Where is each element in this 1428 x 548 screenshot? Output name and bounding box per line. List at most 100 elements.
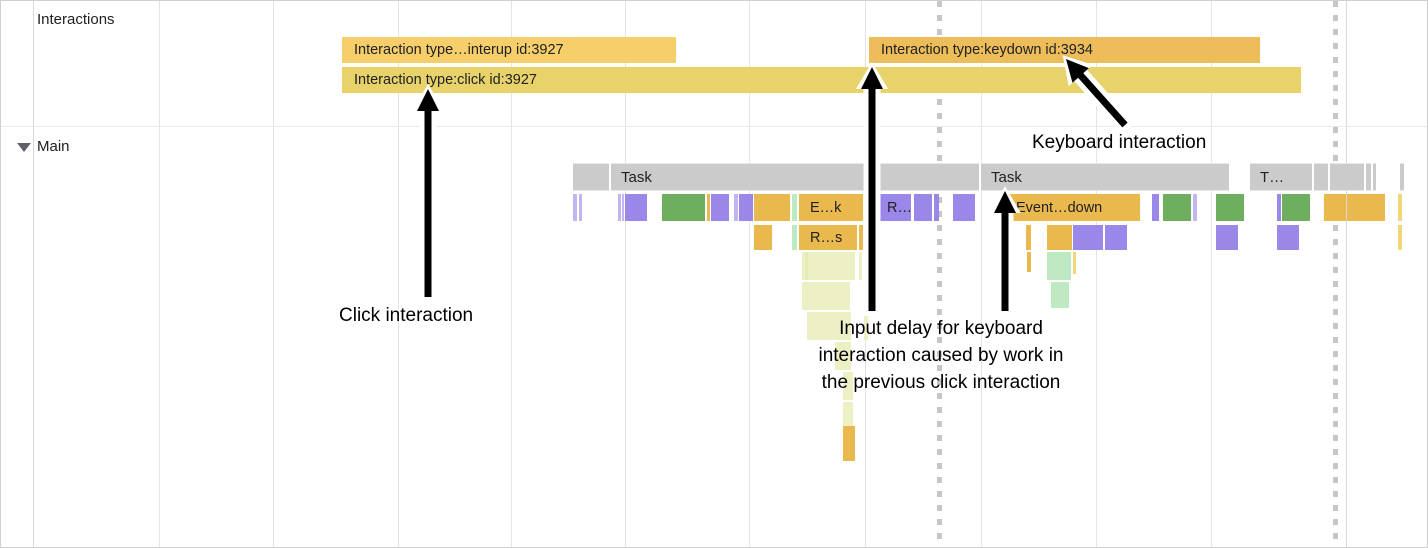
flame-subevent-bar[interactable] xyxy=(1047,225,1072,250)
flame-subevent-bar[interactable] xyxy=(1073,225,1103,250)
flame-subevent-bar[interactable] xyxy=(1398,225,1402,250)
flame-subevent-bar[interactable]: R…s xyxy=(799,225,857,250)
flame-stack-bar[interactable] xyxy=(859,252,862,280)
task-bar[interactable]: T… xyxy=(1250,163,1312,191)
grid-vline xyxy=(981,1,982,547)
task-bar[interactable] xyxy=(1366,163,1371,191)
flame-subevent-bar[interactable] xyxy=(754,225,772,250)
flame-event-bar[interactable] xyxy=(625,194,647,221)
flame-stack-bar[interactable] xyxy=(843,402,853,426)
interaction-bar-click-3927[interactable]: Interaction type:click id:3927 xyxy=(342,67,1301,93)
grid-vline xyxy=(1211,1,1212,547)
grid-vline xyxy=(1096,1,1097,547)
interaction-bar-keydown-3934[interactable]: Interaction type:keydown id:3934 xyxy=(869,37,1260,63)
flame-subevent-bar[interactable] xyxy=(1216,225,1238,250)
flame-event-bar[interactable] xyxy=(618,194,621,221)
flame-event-bar[interactable] xyxy=(1398,194,1402,221)
task-bar[interactable]: Task xyxy=(981,163,1229,191)
track-label-interactions: Interactions xyxy=(37,11,115,28)
flame-stack-bar[interactable] xyxy=(802,252,855,280)
interaction-bar-label: Interaction type:keydown id:3934 xyxy=(881,41,1093,58)
chevron-down-icon[interactable] xyxy=(17,143,31,152)
flame-stack-bar[interactable] xyxy=(843,372,853,400)
task-bar[interactable] xyxy=(1373,163,1376,191)
task-bar[interactable] xyxy=(1400,163,1404,191)
flame-stack-bar[interactable] xyxy=(802,282,850,310)
flame-event-bar[interactable] xyxy=(1277,194,1281,221)
interaction-bar-label: Interaction type:click id:3927 xyxy=(354,71,537,88)
interaction-bar-label: Interaction type…interup id:3927 xyxy=(354,41,564,58)
task-bar[interactable] xyxy=(573,163,609,191)
flame-stack-bar[interactable] xyxy=(1047,252,1071,280)
flame-event-bar[interactable] xyxy=(1324,194,1346,221)
flame-subevent-bar[interactable] xyxy=(1026,225,1031,250)
flame-stack-bar[interactable] xyxy=(1051,282,1069,308)
keyboard-interaction-annotation: Keyboard interaction xyxy=(1032,132,1207,153)
flame-stack-bar[interactable] xyxy=(805,252,808,280)
track-label-main[interactable]: Main xyxy=(37,138,70,155)
task-bar[interactable] xyxy=(1314,163,1328,191)
grid-vline xyxy=(159,1,160,547)
track-divider xyxy=(1,126,1427,127)
flame-event-bar[interactable] xyxy=(754,194,790,221)
flame-stack-bar[interactable] xyxy=(843,426,855,461)
flame-stack-bar[interactable] xyxy=(807,312,851,340)
task-bar-label: Task xyxy=(991,168,1022,186)
flame-event-bar[interactable] xyxy=(1152,194,1159,221)
flame-event-bar-label: Event…down xyxy=(1016,199,1103,216)
grid-vline xyxy=(398,1,399,547)
flame-event-bar[interactable] xyxy=(622,194,624,221)
flame-subevent-bar[interactable] xyxy=(1105,225,1127,250)
flame-event-bar[interactable]: Event…down xyxy=(1005,194,1140,221)
task-bar[interactable] xyxy=(873,163,979,191)
click-interaction-annotation: Click interaction xyxy=(339,305,474,326)
flame-event-bar-label: E…k xyxy=(810,199,842,216)
flame-subevent-bar[interactable] xyxy=(859,225,863,250)
flame-event-bar[interactable]: R… xyxy=(876,194,911,221)
flame-stack-bar[interactable] xyxy=(1027,252,1031,272)
time-marker-dashed-line[interactable] xyxy=(1333,1,1338,547)
flame-stack-bar[interactable] xyxy=(835,342,851,370)
flame-event-bar[interactable] xyxy=(1347,194,1385,221)
flame-event-bar[interactable] xyxy=(953,194,975,221)
flame-event-bar-label: R… xyxy=(887,199,911,216)
task-bar[interactable] xyxy=(1330,163,1364,191)
input-delay-annotation: Input delay for keyboard interaction cau… xyxy=(818,318,1064,393)
flame-stack-bar[interactable] xyxy=(1073,252,1076,274)
grid-vline xyxy=(625,1,626,547)
keyboard-arrow xyxy=(1062,55,1135,135)
flame-event-bar[interactable] xyxy=(934,194,939,221)
grid-vline xyxy=(33,1,34,547)
flame-event-bar[interactable] xyxy=(707,194,710,221)
flame-event-bar[interactable] xyxy=(1282,194,1310,221)
flame-event-bar[interactable] xyxy=(1216,194,1244,221)
grid-vline xyxy=(511,1,512,547)
grid-vline xyxy=(273,1,274,547)
flame-subevent-bar[interactable] xyxy=(1277,225,1299,250)
flame-subevent-bar-label: R…s xyxy=(810,229,843,246)
flame-event-bar[interactable] xyxy=(579,194,582,221)
input-delay-arrow-right xyxy=(989,186,1021,316)
task-bar[interactable]: Task xyxy=(611,163,871,191)
flame-event-bar[interactable] xyxy=(739,194,753,221)
flame-event-bar[interactable] xyxy=(1163,194,1191,221)
flame-event-bar[interactable] xyxy=(914,194,932,221)
time-marker-dashed-line[interactable] xyxy=(937,1,942,547)
flame-event-bar[interactable] xyxy=(734,194,738,221)
grid-vline xyxy=(749,1,750,547)
click-arrow xyxy=(412,84,444,302)
flame-stack-bar[interactable] xyxy=(864,312,868,340)
flame-event-bar[interactable] xyxy=(792,194,797,221)
flame-event-bar[interactable] xyxy=(1193,194,1197,221)
flame-event-bar[interactable]: E…k xyxy=(799,194,863,221)
flame-event-bar[interactable] xyxy=(573,194,577,221)
interaction-bar-interup-3927[interactable]: Interaction type…interup id:3927 xyxy=(342,37,676,63)
flame-event-bar[interactable] xyxy=(662,194,705,221)
flame-event-bar[interactable] xyxy=(711,194,729,221)
flame-subevent-bar[interactable] xyxy=(792,225,797,250)
